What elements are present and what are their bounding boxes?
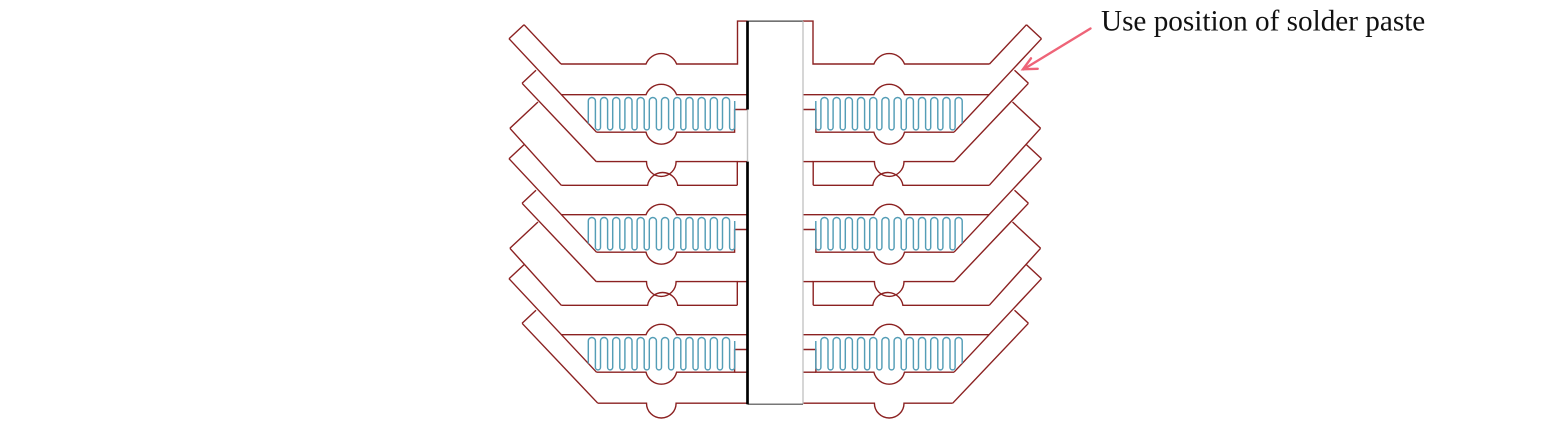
svg-text:Use position of solder paste: Use position of solder paste: [1101, 6, 1425, 38]
